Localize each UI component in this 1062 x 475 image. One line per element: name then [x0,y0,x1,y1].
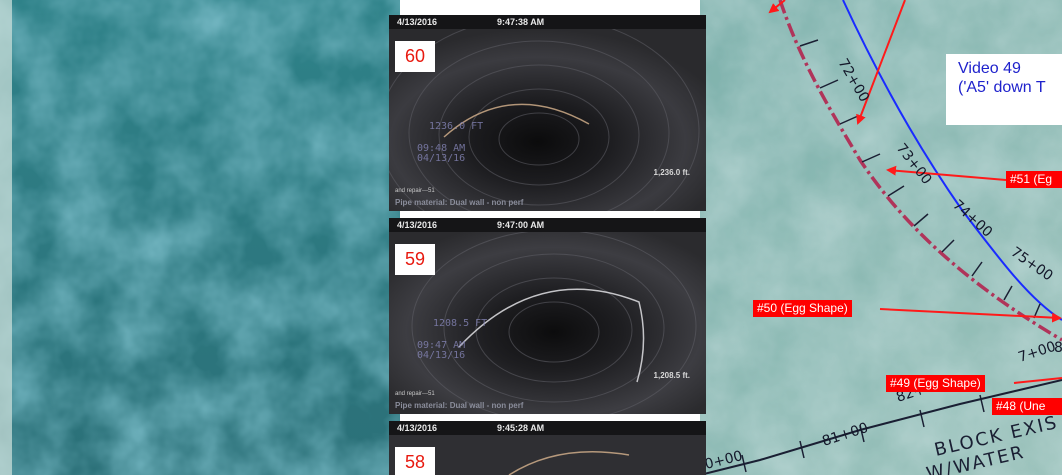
frame-date: 4/13/2016 [397,423,438,433]
station-label-77: 7+00 [1016,339,1058,366]
svg-text:1236.0 FT: 1236.0 FT [429,121,483,132]
callout-arrows [768,0,1062,384]
svg-text:1208.5 FT: 1208.5 FT [433,318,487,329]
frame-header: 4/13/2016 9:47:00 AM [389,218,706,232]
callout-49: #49 (Egg Shape) [886,375,985,392]
frame-number-badge: 58 [395,447,435,475]
frame-number-badge: 59 [395,244,435,275]
callout-50: #50 (Egg Shape) [753,300,852,317]
svg-text:04/13/16: 04/13/16 [417,350,465,361]
frame-header: 4/13/2016 9:45:28 AM [389,421,706,435]
frame-number-badge: 60 [395,41,435,72]
svg-text:04/13/16: 04/13/16 [417,153,465,164]
frame-time: 9:47:00 AM [497,220,545,230]
lower-alignment-line [699,379,1062,475]
frame-date: 4/13/2016 [397,220,438,230]
video-label-title: Video 49 [958,60,1021,77]
video-label-subtitle: ('A5' down T [958,79,1046,96]
frame-time: 9:47:38 AM [497,17,545,27]
frame-date: 4/13/2016 [397,17,438,27]
frame-footer: and repair---51 [395,391,435,397]
alignment-line-blue [842,0,1062,321]
station-label-72: 72+00 [835,56,873,105]
callout-51: #51 (Eg [1006,171,1062,188]
pipe-interior-image [389,435,706,475]
svg-text:09:48 AM: 09:48 AM [417,143,465,154]
pipe-interior-image: 1236.0 FT 09:48 AM 04/13/16 [389,29,706,211]
frame-footer: and repair---51 [395,188,435,194]
frame-material: Pipe material: Dual wall - non perf [395,198,524,207]
frame-distance: 1,208.5 ft. [653,371,690,380]
frame-material: Pipe material: Dual wall - non perf [395,401,524,410]
frame-distance: 1,236.0 ft. [653,168,690,177]
video-label-box: Video 49 ('A5' down T [946,54,1062,125]
station-label-81: 81+00 [820,420,870,450]
frame-header: 4/13/2016 9:47:38 AM [389,15,706,29]
station-label-74: 74+00 [949,197,995,241]
frame-time: 9:45:28 AM [497,423,545,433]
station-label-73: 73+00 [893,141,935,188]
cctv-frame-60[interactable]: 4/13/2016 9:47:38 AM 1236.0 F [389,15,706,211]
cctv-frame-59[interactable]: 4/13/2016 9:47:00 AM 1208.5 FT 0 [389,218,706,414]
pipe-centerline [778,0,1062,342]
station-ticks [799,39,1041,319]
callout-48: #48 (Une [992,398,1062,415]
svg-text:09:47 AM: 09:47 AM [417,340,465,351]
cctv-frame-58[interactable]: 4/13/2016 9:45:28 AM 58 [389,421,706,475]
station-label-partial-top: 8 [1054,340,1062,356]
pipe-interior-image: 1208.5 FT 09:47 AM 04/13/16 [389,232,706,414]
